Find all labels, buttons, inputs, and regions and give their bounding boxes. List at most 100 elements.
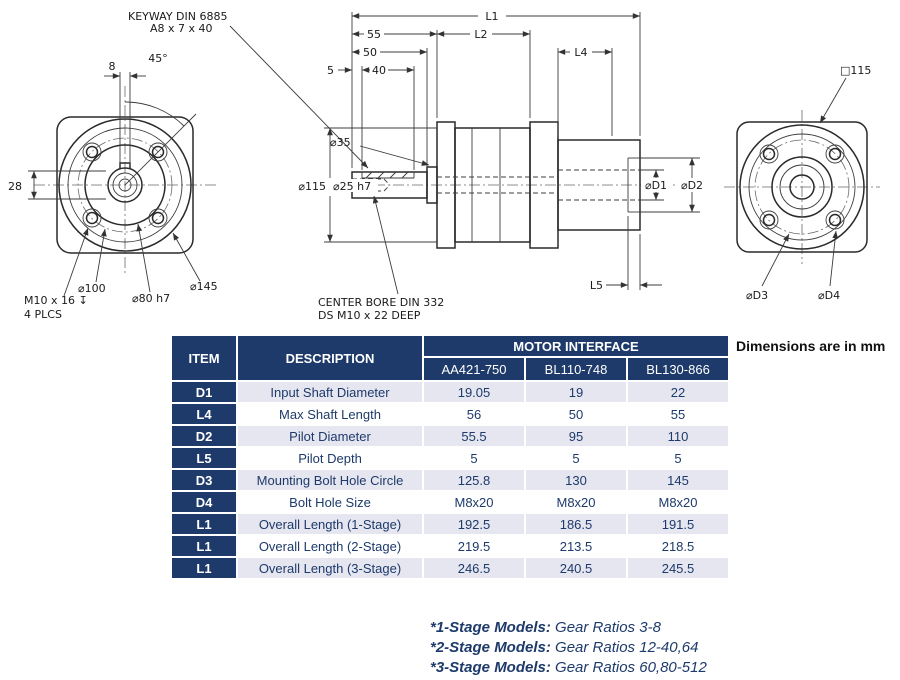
row-value: 125.8 [424,470,524,490]
footnote-1-label: *1-Stage Models: [430,619,551,636]
dim-l5-label: L5 [590,279,603,292]
rear-view [724,77,880,287]
row-value: 192.5 [424,514,524,534]
row-value: M8x20 [424,492,524,512]
front-bolt-holes [82,142,168,228]
row-description: Overall Length (2-Stage) [238,536,422,556]
dia-80h7-label: ⌀80 h7 [132,292,170,305]
row-description: Input Shaft Diameter [238,382,422,402]
table-row: D3 Mounting Bolt Hole Circle 125.8 130 1… [172,470,728,490]
row-description: Pilot Diameter [238,426,422,446]
row-value: 50 [526,404,626,424]
dia-d1-label: ⌀D1 [645,179,667,192]
row-item: D1 [172,382,236,402]
row-value: 219.5 [424,536,524,556]
square-115-label: □115 [840,64,871,77]
table-row: D2 Pilot Diameter 55.5 95 110 [172,426,728,446]
angle-45-label: 45° [148,52,168,65]
center-bore-label-line1: CENTER BORE DIN 332 [318,296,444,309]
table-row: D4 Bolt Hole Size M8x20 M8x20 M8x20 [172,492,728,512]
row-description: Pilot Depth [238,448,422,468]
plcs-label: 4 PLCS [24,308,62,321]
row-description: Max Shaft Length [238,404,422,424]
row-description: Overall Length (3-Stage) [238,558,422,578]
row-value: 19 [526,382,626,402]
footnote-2-stage: *2-Stage Models: Gear Ratios 12-40,64 [430,639,707,656]
dim-40-label: 40 [372,64,386,77]
dia-d3-label: ⌀D3 [746,289,768,302]
footnote-1-text: Gear Ratios 3-8 [550,619,661,636]
footnote-1-stage: *1-Stage Models: Gear Ratios 3-8 [430,619,707,636]
row-value: 145 [628,470,728,490]
col-header-model-1: BL110-748 [526,358,626,380]
table-row: L5 Pilot Depth 5 5 5 [172,448,728,468]
row-value: 186.5 [526,514,626,534]
row-item: D2 [172,426,236,446]
dia-25h7-label: ⌀25 h7 [333,180,371,193]
table-row: L1 Overall Length (1-Stage) 192.5 186.5 … [172,514,728,534]
col-header-item: ITEM [172,336,236,380]
rear-bolt-holes [759,144,845,230]
col-header-motor-interface: MOTOR INTERFACE [424,336,728,356]
col-header-model-0: AA421-750 [424,358,524,380]
row-value: 5 [424,448,524,468]
keyway-label-line1: KEYWAY DIN 6885 [128,10,227,23]
m10-label: M10 x 16 ↧ [24,294,88,307]
row-item: D4 [172,492,236,512]
row-description: Overall Length (1-Stage) [238,514,422,534]
row-value: M8x20 [628,492,728,512]
col-header-description: DESCRIPTION [238,336,422,380]
units-note: Dimensions are in mm [736,338,886,354]
dia-100-label: ⌀100 [78,282,106,295]
dia-145-label: ⌀145 [190,280,218,293]
row-item: L1 [172,514,236,534]
drawing-labels: KEYWAY DIN 6885 A8 x 7 x 40 45° 8 28 ⌀10… [8,10,871,322]
row-item: D3 [172,470,236,490]
row-item: L5 [172,448,236,468]
keyway-label-line2: A8 x 7 x 40 [150,22,213,35]
row-item: L4 [172,404,236,424]
dia-d4-label: ⌀D4 [818,289,840,302]
footnote-3-stage: *3-Stage Models: Gear Ratios 60,80-512 [430,659,707,676]
row-value: 213.5 [526,536,626,556]
row-value: M8x20 [526,492,626,512]
dia-115-label: ⌀115 [298,180,326,193]
dim-50-label: 50 [363,46,377,59]
dim-28-label: 28 [8,180,22,193]
spec-table-wrap: ITEM DESCRIPTION MOTOR INTERFACE AA421-7… [170,334,730,580]
row-value: 5 [628,448,728,468]
row-description: Bolt Hole Size [238,492,422,512]
dim-l4-label: L4 [574,46,587,59]
table-row: D1 Input Shaft Diameter 19.05 19 22 [172,382,728,402]
dia-35-label: ⌀35 [330,136,351,149]
footnote-3-text: Gear Ratios 60,80-512 [550,659,707,676]
table-row: L1 Overall Length (2-Stage) 219.5 213.5 … [172,536,728,556]
footnote-2-text: Gear Ratios 12-40,64 [550,639,699,656]
dim-l1-label: L1 [485,10,498,23]
footnote-3-label: *3-Stage Models: [430,659,551,676]
row-value: 110 [628,426,728,446]
col-header-model-2: BL130-866 [628,358,728,380]
table-row: L1 Overall Length (3-Stage) 246.5 240.5 … [172,558,728,578]
technical-drawing-svg: KEYWAY DIN 6885 A8 x 7 x 40 45° 8 28 ⌀10… [8,10,880,322]
section-view [229,12,706,295]
row-value: 130 [526,470,626,490]
row-item: L1 [172,536,236,556]
table-row: L4 Max Shaft Length 56 50 55 [172,404,728,424]
row-item: L1 [172,558,236,578]
dim-5-label: 5 [327,64,334,77]
row-value: 19.05 [424,382,524,402]
row-value: 246.5 [424,558,524,578]
dim-l2-label: L2 [474,28,487,41]
row-value: 56 [424,404,524,424]
dim-8-label: 8 [109,60,116,73]
technical-drawing: KEYWAY DIN 6885 A8 x 7 x 40 45° 8 28 ⌀10… [0,0,900,332]
center-bore-label-line2: DS M10 x 22 DEEP [318,309,421,322]
row-value: 55.5 [424,426,524,446]
row-value: 55 [628,404,728,424]
spec-table: ITEM DESCRIPTION MOTOR INTERFACE AA421-7… [170,334,730,580]
row-value: 240.5 [526,558,626,578]
footnote-2-label: *2-Stage Models: [430,639,551,656]
row-value: 95 [526,426,626,446]
footnotes: *1-Stage Models: Gear Ratios 3-8 *2-Stag… [430,619,707,679]
